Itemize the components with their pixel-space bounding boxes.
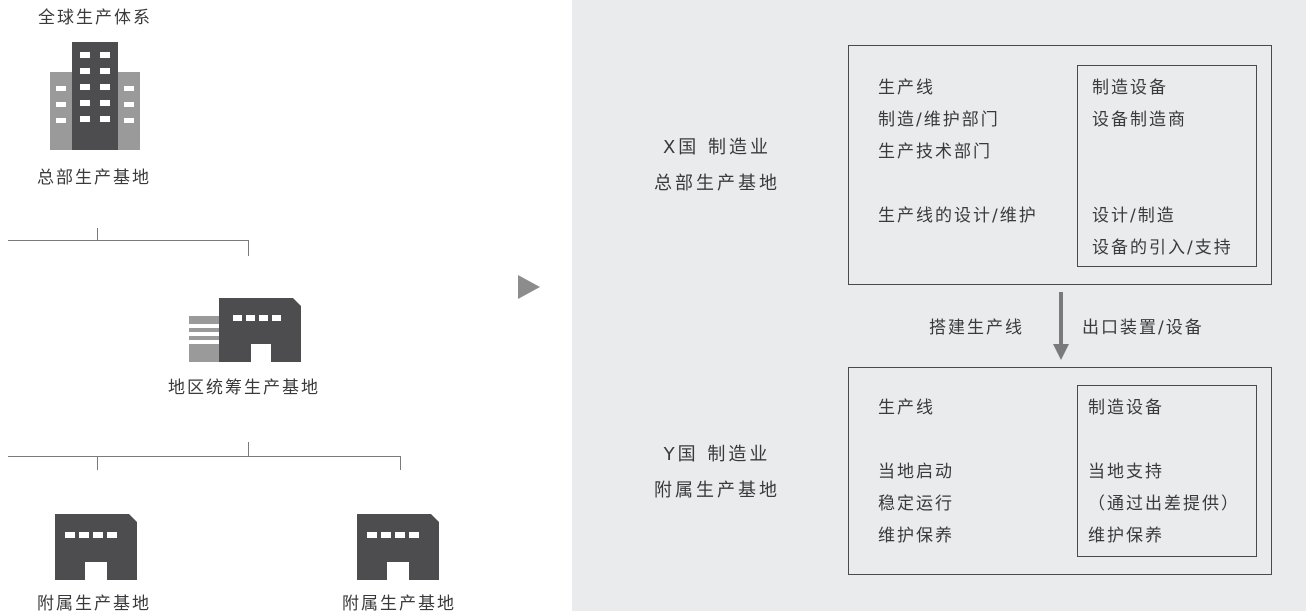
hq-building-icon: [50, 42, 140, 150]
y-outer-box: [848, 367, 1272, 575]
y-country-label: Y国 制造业 附属生产基地: [632, 437, 802, 509]
list-item: 制造/维护部门: [878, 110, 1000, 130]
tree-connector: [248, 240, 249, 256]
list-item: （通过出差提供）: [1088, 494, 1240, 514]
list-item: 生产线: [878, 398, 935, 418]
x-left-list: 生产线 制造/维护部门 生产技术部门 生产线的设计/维护: [878, 72, 1038, 232]
tree-connector: [97, 456, 98, 470]
arrow-down-icon: [1053, 292, 1069, 360]
affiliate-factory-icon-right: [357, 514, 439, 580]
x-inner-box: [1077, 65, 1257, 267]
list-item: 当地支持: [1088, 462, 1164, 482]
list-item: 维护保养: [1088, 526, 1164, 546]
hq-base-label: 总部生产基地: [37, 168, 151, 188]
regional-base-label: 地区统筹生产基地: [168, 378, 320, 398]
y-right-list: 制造设备 当地支持 （通过出差提供） 维护保养: [1088, 392, 1240, 552]
detail-panel: X国 制造业 总部生产基地 生产线 制造/维护部门 生产技术部门 生产线的设计/…: [572, 0, 1306, 611]
transfer-right-label: 出口装置/设备: [1082, 318, 1204, 338]
y-country-line1: Y国 制造业: [663, 444, 771, 465]
affiliate-base-label-right: 附属生产基地: [342, 594, 456, 614]
tree-connector: [400, 456, 401, 470]
tree-connector: [8, 240, 249, 241]
x-outer-box: [848, 45, 1272, 285]
list-item: 设备制造商: [1092, 110, 1187, 130]
global-system-title: 全球生产体系: [38, 8, 152, 28]
tree-connector: [8, 456, 401, 457]
affiliate-factory-icon-left: [55, 514, 137, 580]
list-item: 制造设备: [1092, 78, 1168, 98]
list-item: 生产线的设计/维护: [878, 206, 1038, 226]
list-item: 设计/制造: [1092, 206, 1176, 226]
tree-connector: [248, 442, 249, 456]
x-country-label: X国 制造业 总部生产基地: [632, 130, 802, 202]
list-item: 稳定运行: [878, 494, 954, 514]
list-item: 当地启动: [878, 462, 954, 482]
transfer-left-label: 搭建生产线: [929, 318, 1024, 338]
affiliate-base-label-left: 附属生产基地: [37, 594, 151, 614]
y-country-line2: 附属生产基地: [654, 480, 780, 501]
x-country-line2: 总部生产基地: [654, 173, 780, 194]
list-item: 生产技术部门: [878, 142, 992, 162]
list-item: 维护保养: [878, 526, 954, 546]
tree-connector: [97, 228, 98, 240]
y-inner-box: [1077, 385, 1257, 557]
list-item: 制造设备: [1088, 398, 1164, 418]
play-triangle-icon: [518, 275, 540, 299]
list-item: 设备的引入/支持: [1092, 238, 1233, 258]
x-country-line1: X国 制造业: [662, 137, 772, 158]
y-left-list: 生产线 当地启动 稳定运行 维护保养: [878, 392, 954, 552]
x-right-list: 制造设备 设备制造商 设计/制造 设备的引入/支持: [1092, 72, 1233, 264]
list-item: 生产线: [878, 78, 935, 98]
regional-factory-icon: [189, 298, 301, 362]
